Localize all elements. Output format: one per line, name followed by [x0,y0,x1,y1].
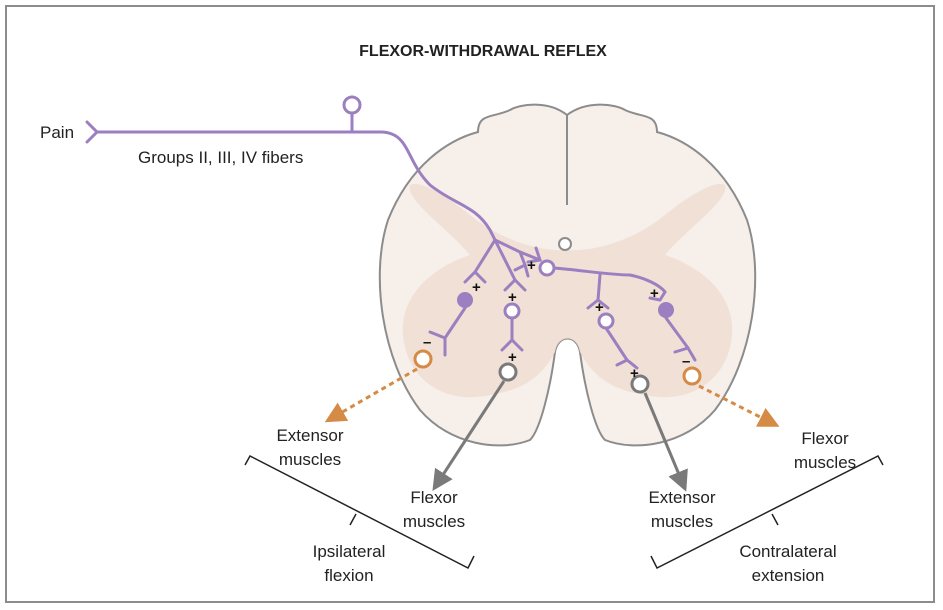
extensor-right-label-1: Extensor [648,488,715,507]
sign-minus-right: – [682,353,690,370]
sign-plus-6: + [650,285,659,302]
commissural-interneuron [540,261,554,275]
contralateral-bracket-tick [772,514,778,525]
flexor-left-label-1: Flexor [410,488,458,507]
ipsilateral-label-2: flexion [324,566,373,585]
flexor-right-label-2: muscles [794,453,856,472]
extensor-left-label-2: muscles [279,450,341,469]
diagram-title: FLEXOR-WITHDRAWAL REFLEX [359,43,607,60]
flexor-motor-neuron-left [500,364,516,380]
flexor-motor-neuron-right [684,368,700,384]
central-canal [559,238,571,250]
ipsilateral-label-1: Ipsilateral [313,542,386,561]
ipsilateral-bracket-tick [350,514,356,525]
sign-plus-3: + [527,257,536,274]
excitatory-interneuron-right [599,314,613,328]
sign-plus-7: + [630,365,639,382]
sign-plus-4: + [508,349,517,366]
dorsal-root-ganglion-cell [344,97,360,113]
sign-plus-2: + [508,289,517,306]
sign-plus-1: + [472,279,481,296]
extensor-motor-neuron-left [415,351,431,367]
fibers-label: Groups II, III, IV fibers [138,148,303,167]
sign-plus-5: + [595,299,604,316]
excitatory-interneuron-left [505,304,519,318]
contralateral-label-2: extension [752,566,825,585]
flexor-left-label-2: muscles [403,512,465,531]
contralateral-label-1: Contralateral [739,542,836,561]
inhibitory-interneuron-left [457,292,473,308]
inhibitory-interneuron-right [658,302,674,318]
extensor-left-label-1: Extensor [276,426,343,445]
sign-minus-left: – [423,334,431,351]
pain-label: Pain [40,123,74,142]
extensor-right-label-2: muscles [651,512,713,531]
flexor-right-label-1: Flexor [801,429,849,448]
